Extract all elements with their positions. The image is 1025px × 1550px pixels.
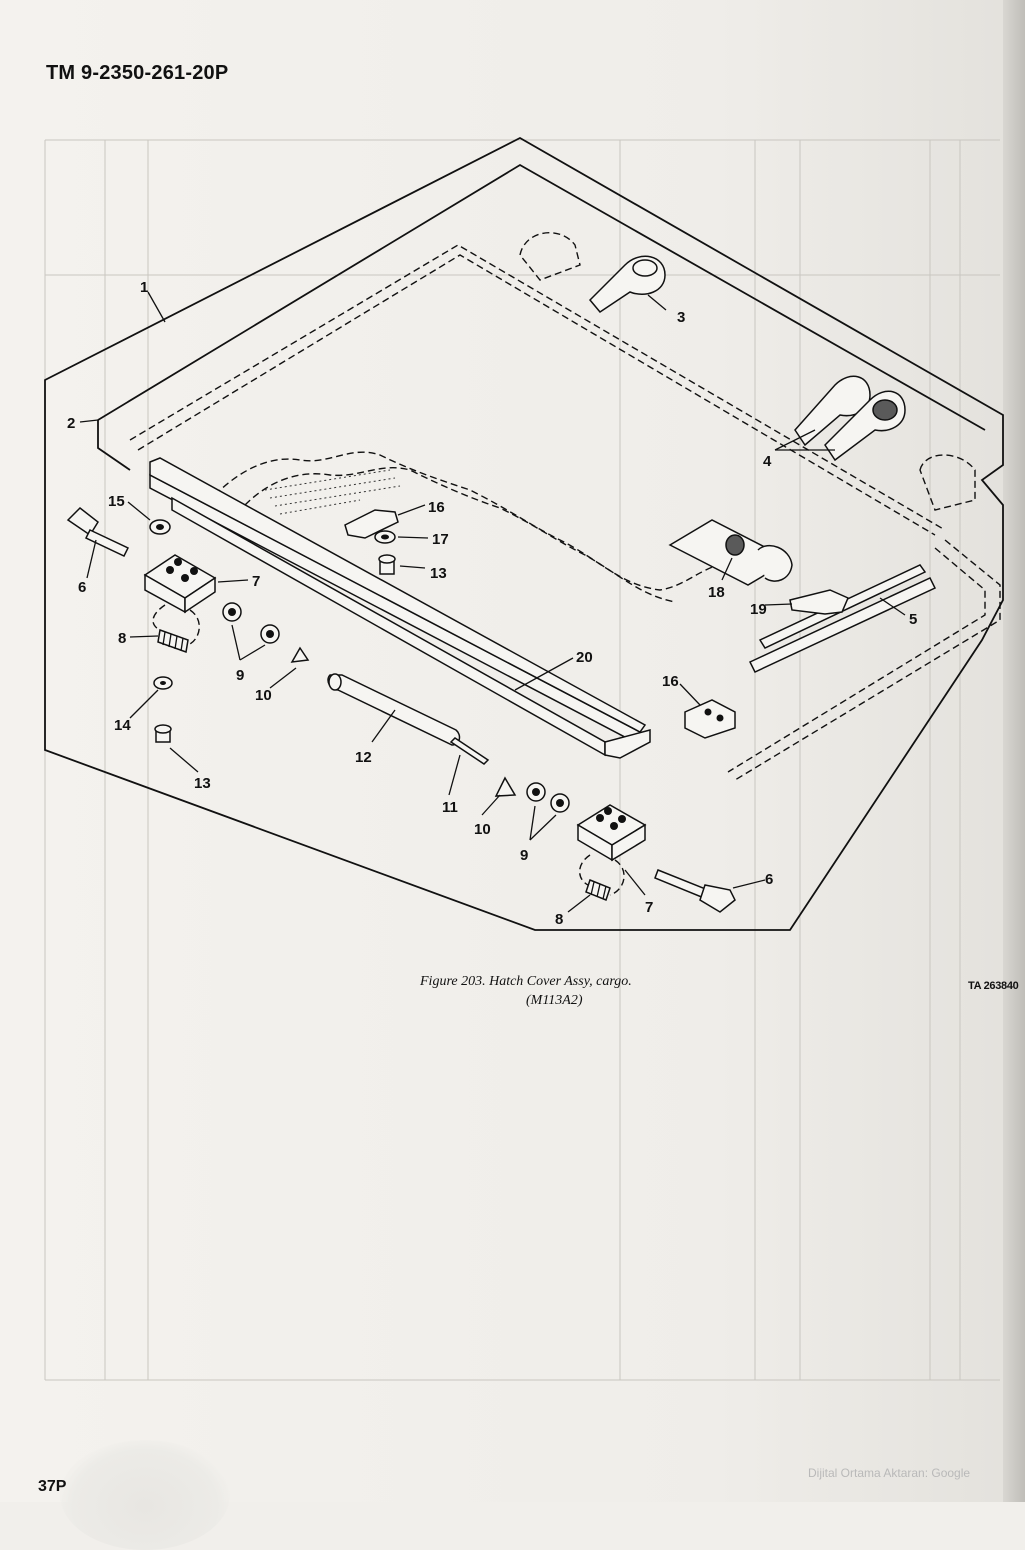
- callout-8b: 8: [555, 911, 563, 928]
- cutaway-wave-inner: [244, 467, 676, 603]
- callout-2: 2: [67, 415, 75, 432]
- hinge-pin-tube: [327, 674, 461, 746]
- document-header-title: TM 9-2350-261-20P: [46, 62, 229, 84]
- washer-17-hole: [381, 534, 389, 540]
- assembly-outline: [44, 136, 1004, 931]
- block-lower-hole-c: [604, 807, 612, 815]
- pin-11: [449, 737, 490, 765]
- spring-lower-guide: [578, 854, 625, 896]
- nut-left-a-hole: [228, 608, 236, 616]
- figure-caption: Figure 203. Hatch Cover Assy, cargo. (M1…: [420, 972, 740, 1010]
- figure-caption-model: (M113A2): [526, 993, 583, 1008]
- callout-9a: 9: [236, 667, 244, 684]
- callout-6b: 6: [765, 871, 773, 888]
- cover-hidden-edge-right: [734, 539, 1001, 781]
- ta-number: TA 263840: [968, 980, 1019, 992]
- cover-hidden-edge-top: [129, 244, 946, 531]
- callout-18: 18: [708, 584, 725, 601]
- callout-11: 11: [442, 799, 458, 816]
- block-left-hole-d: [190, 567, 198, 575]
- callout-9b: 9: [520, 847, 528, 864]
- hinge-arm-left: [794, 375, 871, 447]
- callout-10b: 10: [474, 821, 491, 838]
- cover-hidden-edge-right-inner: [727, 547, 986, 773]
- callout-13a: 13: [430, 565, 447, 582]
- bolt-lower-shank: [654, 869, 710, 899]
- callout-20: 20: [576, 649, 593, 666]
- washer-14-hole: [160, 681, 166, 685]
- callout-16b: 16: [662, 673, 679, 690]
- callout-15: 15: [108, 493, 125, 510]
- callout-1: 1: [140, 279, 148, 296]
- callout-19: 19: [750, 601, 767, 618]
- nut-left-b-hole: [266, 630, 274, 638]
- clip-lower: [494, 776, 517, 797]
- callout-7b: 7: [645, 899, 653, 916]
- hatch-frame-outline: [97, 163, 986, 431]
- spring-left: [157, 628, 189, 654]
- bracket-16-lower-hole-a: [704, 708, 712, 716]
- cutaway-texture: [264, 469, 401, 515]
- hinge-pin-tube-end: [328, 673, 342, 691]
- clip-left: [290, 646, 310, 663]
- callout-labels: 1 2 3 4 5 6 6 7 7 8 8 9 9 10 10 11 12 13…: [67, 279, 917, 928]
- washer-15-hole: [156, 524, 164, 530]
- callout-14: 14: [114, 717, 131, 734]
- hatch-cover-lip: [149, 457, 647, 733]
- callout-5: 5: [909, 611, 917, 628]
- callout-10a: 10: [255, 687, 272, 704]
- figure-caption-title: Figure 203. Hatch Cover Assy, cargo.: [420, 974, 632, 989]
- block-left-hole-a: [166, 566, 174, 574]
- mounting-block-lower-front: [611, 823, 646, 862]
- block-lower-hole-b: [610, 822, 618, 830]
- page-background: [0, 0, 1025, 1502]
- bolt-left-head: [66, 507, 99, 537]
- mounting-block-left-front: [184, 576, 216, 614]
- page-number: 37P: [38, 1478, 67, 1495]
- callout-4: 4: [763, 453, 772, 470]
- hinge-arm-top-bore: [632, 259, 658, 277]
- cover-hidden-edge-inner: [137, 254, 936, 536]
- seal-strip-end: [604, 729, 651, 759]
- bracket-16-lower-hole-b: [716, 714, 724, 722]
- screw-13-upper-head: [378, 554, 396, 564]
- callout-16a: 16: [428, 499, 445, 516]
- screw-19: [789, 589, 849, 615]
- cutaway-wave-outer: [214, 451, 741, 591]
- spring-lower-coils: [590, 881, 607, 900]
- hatch-cover-exploded-diagram: 1 2 3 4 5 6 6 7 7 8 8 9 9 10 10 11 12 13…: [44, 136, 1004, 1381]
- nut-lower-b-hole: [556, 799, 564, 807]
- nut-18: [725, 534, 745, 556]
- block-lower-hole-a: [596, 814, 604, 822]
- hatch-bar: [748, 577, 937, 673]
- bracket-16-upper: [344, 509, 399, 539]
- leader-lines: [79, 291, 906, 913]
- bleed-through-grid: [44, 139, 1000, 1381]
- page-binding-edge: [1003, 0, 1025, 1502]
- block-lower-hole-d: [618, 815, 626, 823]
- block-left-hole-b: [181, 574, 189, 582]
- callout-3: 3: [677, 309, 685, 326]
- bracket-16-lower: [684, 699, 736, 739]
- screw-13-lower-head: [154, 724, 172, 734]
- callout-13b: 13: [194, 775, 211, 792]
- callout-17: 17: [432, 531, 449, 548]
- digitization-credit: Dijital Ortama Aktaran: Google: [808, 1466, 971, 1480]
- spring-left-coils: [162, 631, 184, 652]
- hinge-bracket-right: [919, 454, 976, 511]
- callout-6a: 6: [78, 579, 86, 596]
- hatch-frame-side: [97, 420, 131, 471]
- block-left-hole-c: [174, 558, 182, 566]
- lock-washer-detail: [757, 544, 793, 582]
- callout-8a: 8: [118, 630, 126, 647]
- callout-7a: 7: [252, 573, 260, 590]
- bolt-lower-head: [699, 884, 736, 913]
- callout-12: 12: [355, 749, 372, 766]
- hinge-bracket-top: [519, 231, 581, 281]
- hinge-arm-right-bore: [872, 399, 898, 421]
- bolt-left-shank: [84, 529, 130, 557]
- nut-lower-a-hole: [532, 788, 540, 796]
- spring-left-guide: [152, 604, 200, 646]
